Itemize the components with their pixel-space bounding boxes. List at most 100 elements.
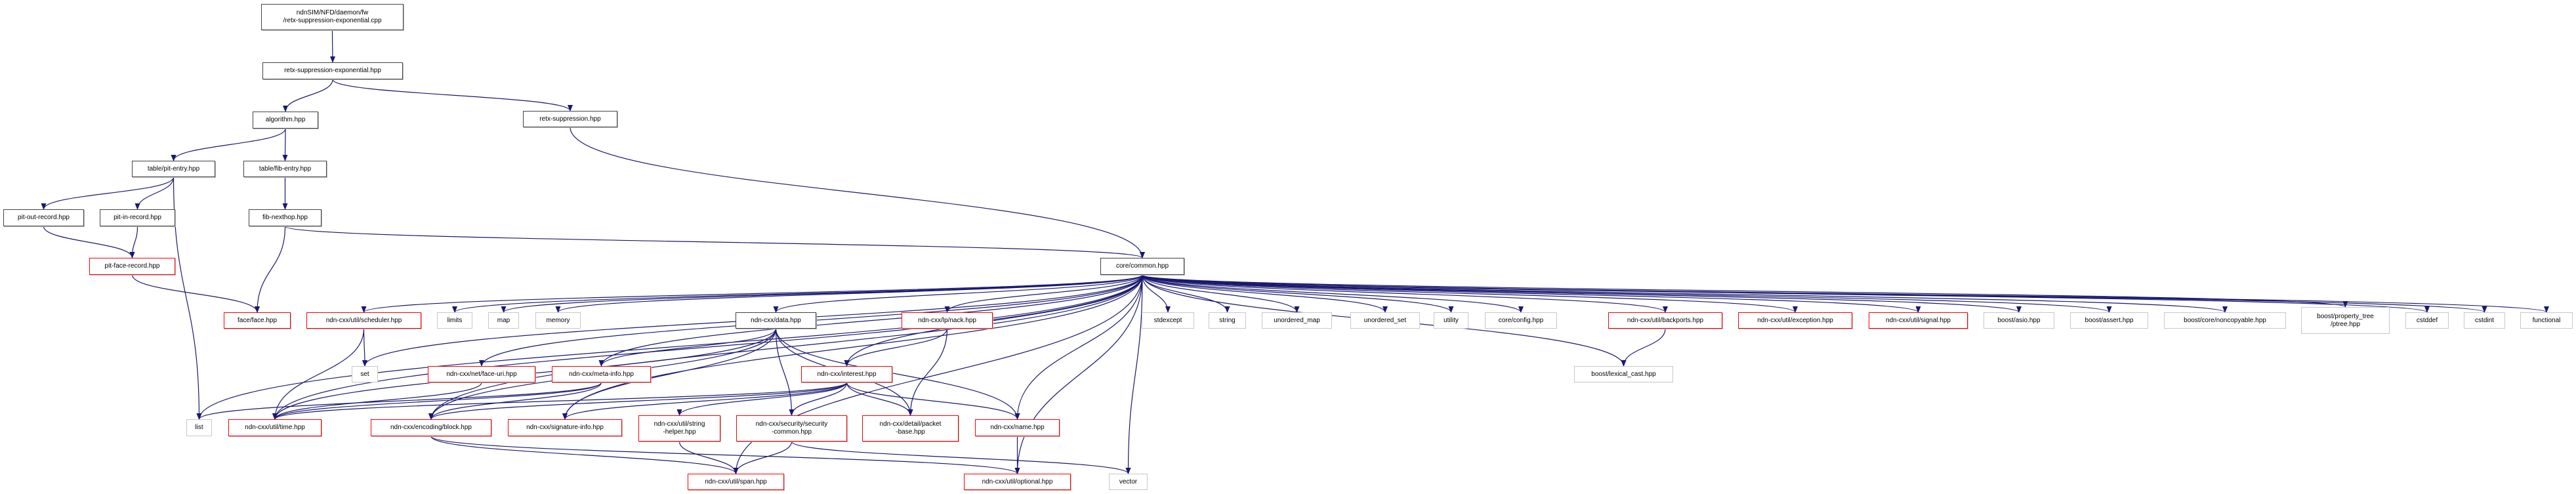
edge-common-to-noncopyable: [1142, 274, 2228, 313]
node-boost-asio-hpp: boost/asio.hpp: [1984, 312, 2054, 329]
node-string-helper-hpp[interactable]: ndn-cxx/util/string -helper.hpp: [638, 415, 720, 442]
node-pit-in-record-hpp[interactable]: pit-in-record.hpp: [100, 209, 175, 226]
edge-common-to-block: [428, 274, 1143, 420]
edge-interest-to-block: [428, 382, 848, 420]
edge-retx_exp-to-retx_supp: [332, 79, 573, 112]
node-exception-hpp[interactable]: ndn-cxx/util/exception.hpp: [1738, 312, 1852, 329]
node-retx-suppression-hpp[interactable]: retx-suppression.hpp: [523, 111, 617, 127]
node-boost-noncopyable-hpp: boost/core/noncopyable.hpp: [2164, 312, 2286, 329]
node-nack-hpp[interactable]: ndn-cxx/lp/nack.hpp: [902, 312, 993, 329]
node-core-config-hpp: core/config.hpp: [1485, 312, 1557, 329]
edge-common-to-nack: [944, 274, 1143, 313]
edge-meta_info-to-block: [428, 382, 602, 420]
edge-common-to-config: [1142, 274, 1524, 313]
edge-block-to-span: [430, 436, 739, 474]
edge-pit_entry-to-pit_out: [41, 176, 175, 210]
node-list: list: [186, 419, 212, 436]
node-cstdint: cstdint: [2464, 312, 2505, 329]
edge-pit_in-to-pit_face: [129, 226, 138, 258]
node-string: string: [1209, 312, 1246, 329]
edge-scheduler-to-set: [362, 328, 367, 367]
edge-pit_entry-to-pit_in: [135, 176, 175, 210]
edge-interest-to-name: [846, 382, 1020, 420]
node-signature-info-hpp[interactable]: ndn-cxx/signature-info.hpp: [508, 419, 622, 436]
node-optional-hpp[interactable]: ndn-cxx/util/optional.hpp: [964, 474, 1071, 490]
edge-common-to-scheduler: [361, 274, 1143, 313]
node-utility: utility: [1434, 312, 1468, 329]
node-name-hpp[interactable]: ndn-cxx/name.hpp: [975, 419, 1060, 436]
node-fib-nexthop-hpp[interactable]: fib-nexthop.hpp: [249, 209, 322, 226]
node-stdexcept: stdexcept: [1142, 312, 1194, 329]
edge-block-to-optional: [430, 436, 1020, 474]
edge-common-to-data: [773, 274, 1143, 313]
edge-data-to-meta_info: [598, 328, 777, 367]
edge-algorithm-to-pit_entry: [171, 128, 286, 161]
node-algorithm-hpp[interactable]: algorithm.hpp: [253, 112, 318, 129]
edge-pit_out-to-pit_face: [43, 226, 135, 258]
node-signal-hpp[interactable]: ndn-cxx/util/signal.hpp: [1869, 312, 1968, 329]
edge-data-to-signature_info: [562, 328, 777, 420]
edge-retx_supp-to-common: [570, 127, 1145, 258]
node-face-uri-hpp[interactable]: ndn-cxx/net/face-uri.hpp: [428, 366, 535, 382]
node-retx-suppression-exponential-hpp[interactable]: retx-suppression-exponential.hpp: [262, 62, 403, 79]
node-unordered-set: unordered_set: [1350, 312, 1420, 329]
edge-common-to-time: [272, 274, 1143, 420]
edge-security_common-to-span: [733, 441, 793, 474]
edge-retx_exp-to-algorithm: [283, 79, 333, 112]
edge-fib_nexthop-to-face: [255, 226, 286, 313]
edge-backports-to-lexical_cast: [1621, 328, 1666, 367]
edge-common-to-ptree: [1142, 274, 2348, 308]
edge-common-to-stdexcept: [1142, 274, 1171, 313]
node-face-hpp[interactable]: face/face.hpp: [224, 312, 291, 329]
edge-common-to-string: [1142, 274, 1230, 313]
node-cstddef: cstddef: [2405, 312, 2449, 329]
edge-common-to-vector: [1125, 274, 1143, 474]
edge-pit_face-to-face: [131, 274, 260, 313]
node-core-common-hpp[interactable]: core/common.hpp: [1100, 258, 1184, 275]
node-boost-assert-hpp: boost/assert.hpp: [2070, 312, 2148, 329]
node-data-hpp[interactable]: ndn-cxx/data.hpp: [736, 312, 816, 329]
node-pit-out-record-hpp[interactable]: pit-out-record.hpp: [3, 209, 84, 226]
edge-meta_info-to-time: [272, 382, 602, 420]
edge-nack-to-interest: [844, 328, 948, 367]
edge-common-to-list: [196, 274, 1143, 420]
edge-common-to-asio: [1142, 274, 2022, 313]
node-span-hpp[interactable]: ndn-cxx/util/span.hpp: [688, 474, 784, 490]
edge-common-to-interest: [844, 274, 1143, 367]
node-block-hpp[interactable]: ndn-cxx/encoding/block.hpp: [371, 419, 491, 436]
edge-fib_nexthop-to-common: [284, 226, 1145, 258]
node-pit-entry-hpp[interactable]: table/pit-entry.hpp: [132, 161, 215, 177]
node-backports-hpp[interactable]: ndn-cxx/util/backports.hpp: [1608, 312, 1722, 329]
node-memory: memory: [535, 312, 581, 329]
edge-common-to-memory: [555, 274, 1143, 313]
edge-common-to-signal: [1142, 274, 1921, 313]
edge-interest-to-signature_info: [562, 382, 848, 420]
node-packet-base-hpp[interactable]: ndn-cxx/detail/packet -base.hpp: [862, 415, 959, 442]
node-unordered-map: unordered_map: [1262, 312, 1332, 329]
edge-common-to-utility: [1142, 274, 1454, 313]
node-map: map: [488, 312, 519, 329]
edge-common-to-optional: [1014, 274, 1143, 474]
edge-interest-to-time: [272, 382, 848, 420]
node-interest-hpp[interactable]: ndn-cxx/interest.hpp: [801, 366, 892, 382]
node-fib-entry-hpp[interactable]: table/fib-entry.hpp: [243, 161, 327, 177]
node-pit-face-record-hpp[interactable]: pit-face-record.hpp: [89, 258, 175, 275]
node-boost-lexical-cast-hpp: boost/lexical_cast.hpp: [1574, 366, 1673, 382]
edge-common-to-signature_info: [562, 274, 1143, 420]
node-security-common-hpp[interactable]: ndn-cxx/security/security -common.hpp: [736, 415, 847, 442]
node-scheduler-hpp[interactable]: ndn-cxx/util/scheduler.hpp: [306, 312, 421, 329]
node-time-hpp[interactable]: ndn-cxx/util/time.hpp: [228, 419, 322, 436]
edge-scheduler-to-time: [272, 328, 365, 420]
node-meta-info-hpp[interactable]: ndn-cxx/meta-info.hpp: [552, 366, 651, 382]
edge-interest-to-packet_base: [846, 382, 913, 416]
edge-common-to-limits: [452, 274, 1143, 313]
edge-common-to-unordered_map: [1142, 274, 1300, 313]
edge-common-to-functional: [1142, 274, 2549, 313]
edge-data-to-security_common: [775, 328, 795, 416]
node-vector: vector: [1109, 474, 1148, 490]
edge-common-to-assert: [1142, 274, 2112, 313]
edge-common-to-name: [1014, 274, 1143, 420]
edge-common-to-backports: [1142, 274, 1668, 313]
